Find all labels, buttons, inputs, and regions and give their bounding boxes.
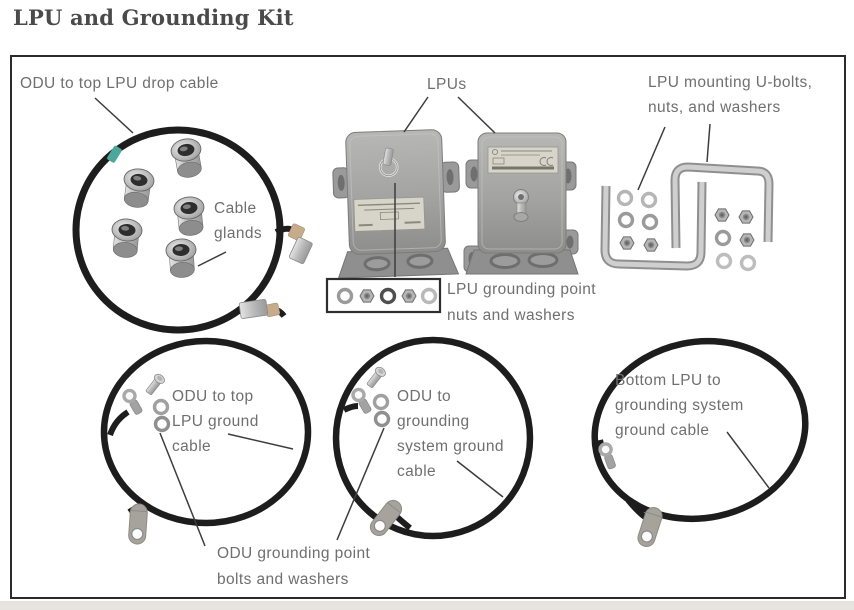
label-grounding-nuts: LPU grounding point nuts and washers xyxy=(447,281,596,324)
label-right-ground-cable: Bottom LPU to grounding system ground ca… xyxy=(615,372,744,439)
label-left-ground-cable: ODU to top LPU ground cable xyxy=(172,388,259,455)
page-title: LPU and Grounding Kit xyxy=(13,5,294,30)
page-bottom-strip xyxy=(0,601,854,610)
label-u-bolts: LPU mounting U-bolts, nuts, and washers xyxy=(648,74,813,116)
label-cable-glands: Cable glands xyxy=(214,200,263,242)
label-grounding-bolts: ODU grounding point bolts and washers xyxy=(217,545,371,588)
label-middle-ground-cable: ODU to grounding system ground cable xyxy=(397,388,504,480)
label-lpus: LPUs xyxy=(427,76,467,93)
label-drop-cable: ODU to top LPU drop cable xyxy=(20,75,219,92)
diagram-frame xyxy=(10,55,846,599)
